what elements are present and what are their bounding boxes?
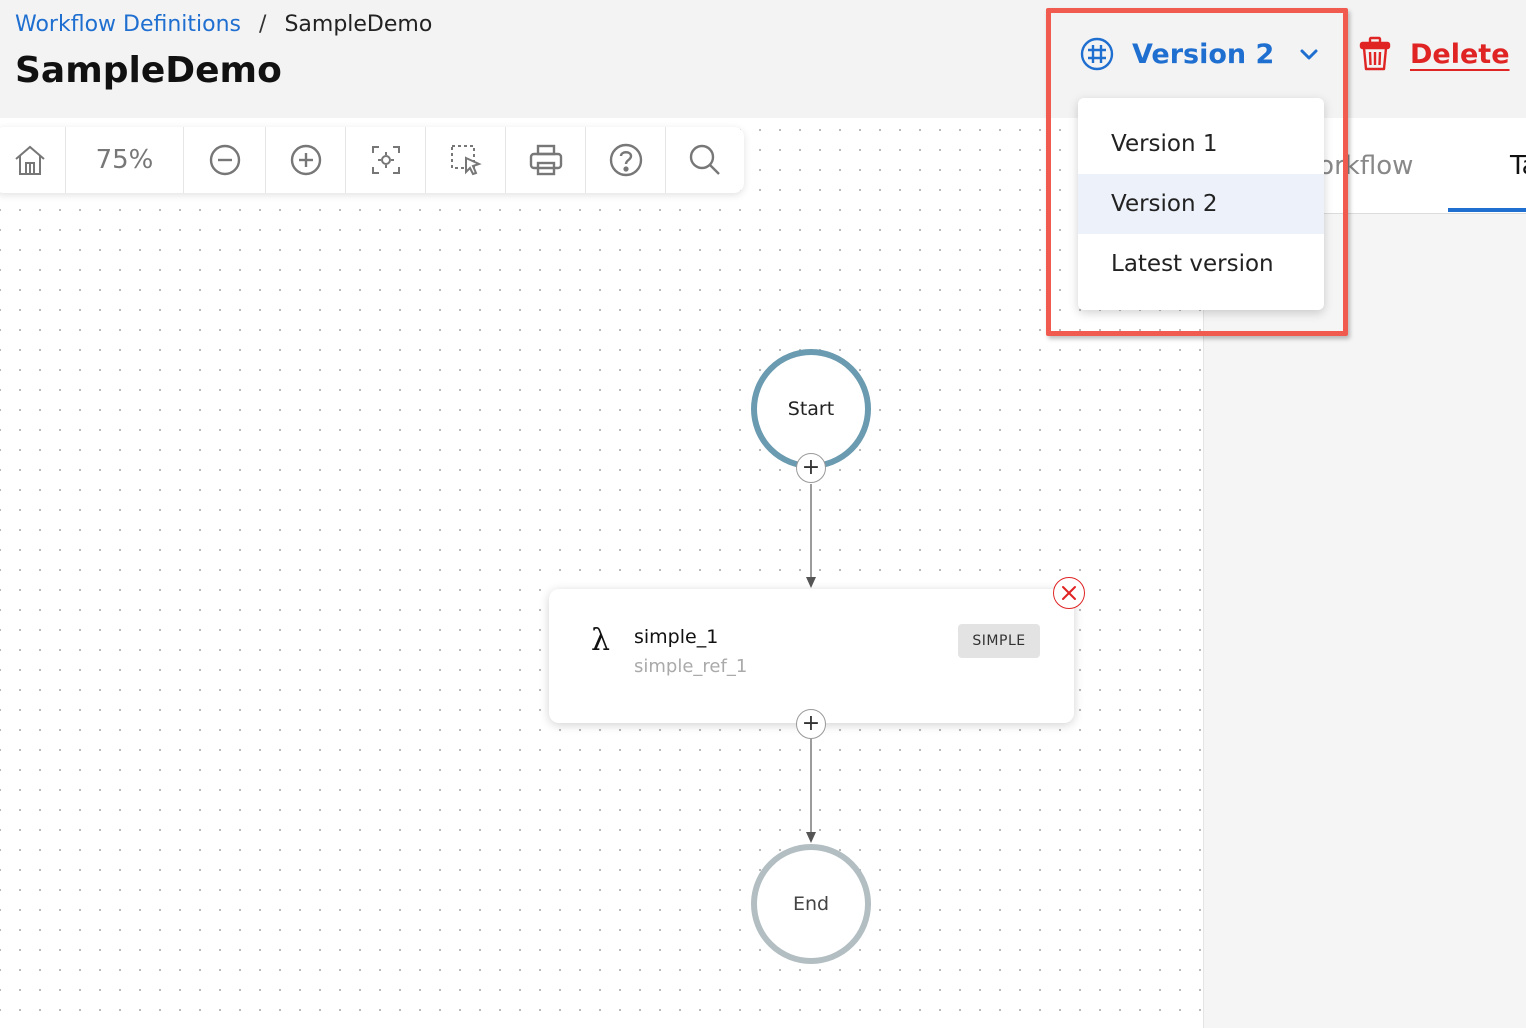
page-title: SampleDemo	[15, 50, 282, 91]
zoom-in-icon	[290, 144, 321, 176]
fit-view-icon	[371, 146, 400, 174]
end-node-label: End	[792, 893, 830, 915]
version-option-1[interactable]: Version 1	[1111, 131, 1218, 157]
add-task-button[interactable]: +	[796, 709, 826, 739]
zoom-in-button[interactable]	[266, 127, 346, 193]
chevron-down-icon	[1300, 49, 1318, 60]
zoom-level: 75%	[66, 127, 184, 193]
select-area-button[interactable]	[426, 127, 506, 193]
help-icon	[609, 143, 642, 177]
edge-arrow-task-to-end	[806, 832, 816, 843]
zoom-out-icon	[209, 144, 240, 176]
home-button[interactable]	[0, 127, 66, 193]
version-select-label: Version 2	[1132, 38, 1275, 70]
lambda-icon: λ	[591, 623, 611, 658]
delete-button[interactable]: Delete	[1358, 32, 1510, 76]
start-node-label: Start	[787, 398, 835, 420]
task-type-badge: SIMPLE	[958, 624, 1040, 658]
print-icon	[529, 144, 562, 176]
active-tab-indicator	[1448, 208, 1526, 212]
zoom-out-button[interactable]	[184, 127, 266, 193]
version-select-button[interactable]: Version 2	[1080, 30, 1320, 78]
help-button[interactable]	[586, 127, 666, 193]
search-button[interactable]	[666, 127, 744, 193]
start-node[interactable]: Start	[751, 349, 871, 469]
breadcrumb: Workflow Definitions / SampleDemo	[15, 12, 432, 37]
tab-tasks[interactable]: Tasks	[1510, 151, 1526, 181]
trash-icon	[1359, 36, 1391, 71]
zoom-level-text: 75%	[95, 145, 154, 175]
version-option-2[interactable]: Version 2	[1078, 174, 1324, 234]
select-area-icon	[450, 145, 482, 176]
task-name: simple_1	[634, 626, 719, 648]
delete-label: Delete	[1410, 38, 1510, 70]
canvas-toolbar: 75%	[0, 127, 744, 193]
close-icon	[1062, 586, 1076, 600]
header: Workflow Definitions / SampleDemo Sample…	[0, 0, 1526, 118]
task-node[interactable]: λ simple_1 simple_ref_1 SIMPLE	[549, 589, 1074, 723]
hash-icon	[1080, 37, 1114, 71]
end-node[interactable]: End	[751, 844, 871, 964]
add-task-button[interactable]: +	[796, 453, 826, 483]
home-icon	[14, 145, 45, 175]
plus-icon: +	[801, 455, 821, 480]
version-option-latest[interactable]: Latest version	[1111, 251, 1274, 277]
workflow-canvas[interactable]	[0, 118, 1203, 1028]
breadcrumb-current: SampleDemo	[284, 12, 433, 37]
remove-task-button[interactable]	[1053, 577, 1085, 609]
print-button[interactable]	[506, 127, 586, 193]
breadcrumb-separator: /	[259, 12, 267, 37]
plus-icon: +	[801, 711, 821, 736]
search-icon	[689, 144, 720, 175]
task-ref: simple_ref_1	[634, 656, 748, 677]
breadcrumb-link-workflow-definitions[interactable]: Workflow Definitions	[15, 12, 242, 37]
fit-view-button[interactable]	[346, 127, 426, 193]
version-dropdown-menu: Version 1 Version 2 Latest version	[1078, 98, 1324, 310]
edge-arrow-start-to-task	[806, 577, 816, 588]
